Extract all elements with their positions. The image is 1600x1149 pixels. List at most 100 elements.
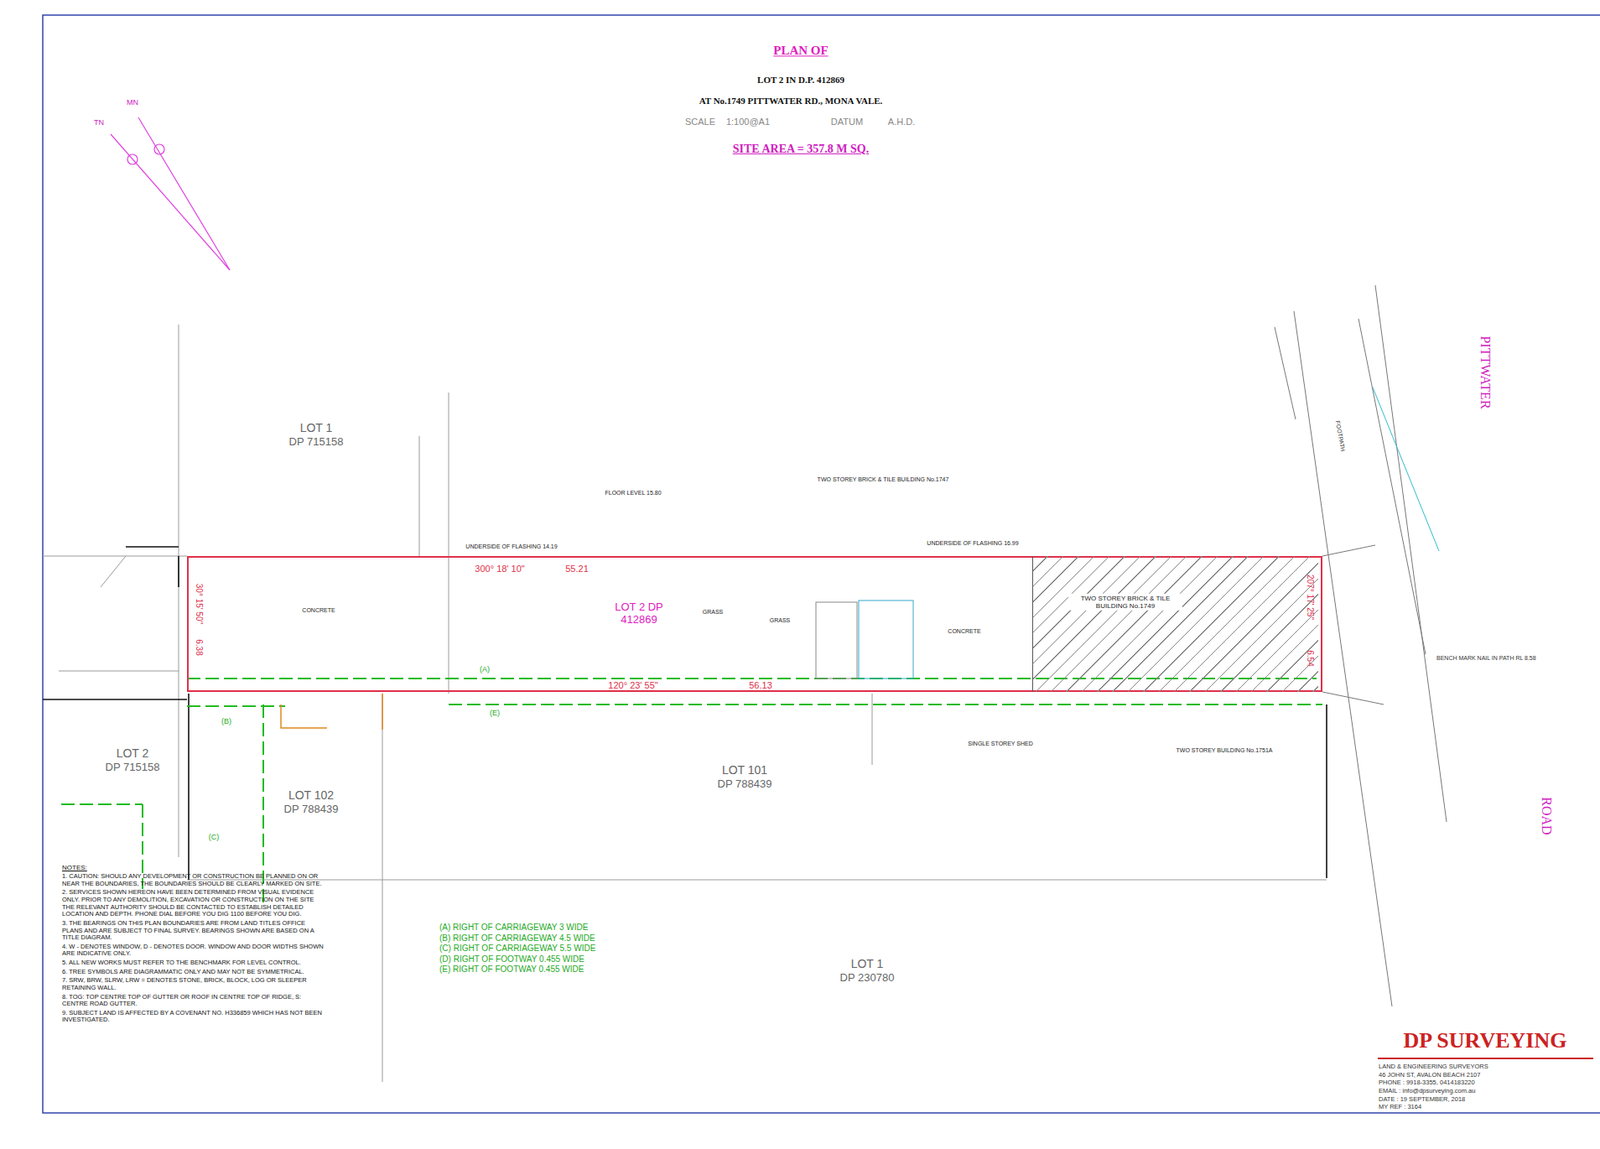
easement-line	[61, 803, 143, 806]
surface-label: CONCRETE	[946, 628, 982, 635]
lot-name: LOT 2 DP 412869	[598, 600, 680, 628]
distance: 6.38	[193, 638, 204, 656]
fences	[42, 546, 1327, 880]
right-of-way-lines	[61, 678, 1323, 904]
easement-note: (A) RIGHT OF CARRIAGEWAY 3 WIDE	[438, 922, 657, 933]
kerb-line	[1358, 318, 1426, 655]
plan-number: DP 715158	[104, 761, 162, 775]
lot-name: LOT 1	[850, 956, 885, 971]
company-detail: DATE : 19 SEPTEMBER, 2018	[1377, 1096, 1580, 1104]
company-detail: 46 JOHN ST, AVALON BEACH 2107	[1377, 1071, 1580, 1080]
note-item: 1. CAUTION: SHOULD ANY DEVELOPMENT OR CO…	[61, 872, 326, 888]
wall-line	[381, 693, 384, 730]
surveyor-details: LAND & ENGINEERING SURVEYORS46 JOHN ST, …	[1377, 1063, 1580, 1112]
north-symbol	[154, 144, 165, 155]
company-detail: EMAIL : info@dpsurveying.com.au	[1377, 1087, 1580, 1096]
service-line	[1372, 387, 1439, 551]
note-item: 2. SERVICES SHOWN HEREON HAVE BEEN DETER…	[61, 888, 326, 919]
note-item: 5. ALL NEW WORKS MUST REFER TO THE BENCH…	[61, 959, 326, 967]
building-label: SINGLE STOREY SHED	[966, 740, 1034, 748]
fence-line	[177, 555, 180, 588]
logo-underline	[1377, 1057, 1594, 1060]
boundary-line	[42, 555, 188, 557]
lot-name: LOT 102	[287, 788, 335, 802]
lot-name: LOT 2	[115, 746, 151, 760]
distance: 55.21	[564, 563, 590, 575]
building-footprint: TWO STOREY BRICK & TILE BUILDING No.1749	[1032, 555, 1319, 692]
boundary-line	[382, 693, 384, 1082]
footpath-line	[1274, 327, 1296, 420]
easement-callout: (E)	[488, 708, 501, 717]
street-name: ROAD	[1538, 795, 1554, 836]
site-area: SITE AREA = 357.8 M SQ.	[732, 142, 870, 156]
boundary-line	[187, 879, 1327, 881]
building-label: TWO STOREY BRICK & TILE BUILDING No.1749	[1068, 593, 1183, 611]
note-item: 6. TREE SYMBOLS ARE DIAGRAMMATIC ONLY AN…	[61, 968, 326, 977]
building-label: TWO STOREY BRICK & TILE BUILDING No.1747	[816, 476, 951, 484]
easement-callout: (C)	[207, 832, 221, 842]
boundary-line	[178, 324, 180, 858]
surface-label: CONCRETE	[301, 607, 336, 614]
company-detail: MY REF : 3164	[1377, 1103, 1580, 1112]
scale-text: SCALE	[684, 116, 717, 128]
note-item: 4. W - DENOTES WINDOW, D - DENOTES DOOR.…	[61, 943, 326, 958]
plan-title: PLAN OF	[772, 43, 829, 58]
plan-number: DP 788439	[283, 803, 340, 816]
footpath-line	[1322, 545, 1376, 556]
bearing: 300° 18' 10"	[473, 563, 525, 575]
fence-line	[187, 693, 190, 880]
easement-line	[448, 703, 1323, 706]
notes-block: NOTES:1. CAUTION: SHOULD ANY DEVELOPMENT…	[61, 863, 326, 1026]
neighbour-boundaries	[42, 324, 1327, 1082]
shed-outline	[815, 602, 858, 679]
fence-line	[42, 698, 188, 701]
title-line: AT No.1749 PITTWATER RD., MONA VALE.	[698, 95, 884, 107]
surface-label: GRASS	[701, 608, 725, 616]
boundary-line	[100, 555, 126, 588]
north-label: MN	[125, 98, 140, 107]
company-logo: DP SURVEYING	[1402, 1028, 1569, 1054]
note-item: 9. SUBJECT LAND IS AFFECTED BY A COVENAN…	[61, 1009, 326, 1024]
plan-number: DP 230780	[839, 971, 896, 985]
lot-name: LOT 1	[299, 420, 334, 435]
retaining-walls	[280, 693, 383, 730]
easement-note: (B) RIGHT OF CARRIAGEWAY 4.5 WIDE	[438, 933, 657, 944]
company-detail: PHONE : 9918-3355, 0414183220	[1377, 1079, 1580, 1087]
notes-heading: NOTES:	[61, 863, 326, 872]
boundary-line	[448, 392, 450, 694]
easement-callout: (B)	[220, 716, 233, 726]
lot-name: LOT 101	[721, 763, 769, 777]
level-label: UNDERSIDE OF FLASHING 14.19	[464, 543, 558, 551]
north-label: TN	[93, 118, 105, 127]
easement-notes: (A) RIGHT OF CARRIAGEWAY 3 WIDE(B) RIGHT…	[438, 922, 657, 976]
wall-line	[280, 704, 328, 728]
easement-note: (D) RIGHT OF FOOTWAY 0.455 WIDE	[438, 954, 657, 965]
easement-line	[187, 705, 286, 707]
scale-value: 1:100@A1	[725, 116, 771, 128]
easement-callout: (A)	[478, 664, 491, 674]
kerb-line	[1375, 285, 1447, 822]
true-north-line	[110, 134, 230, 271]
surface-label: GRASS	[768, 617, 792, 624]
note-item: 8. TOG: TOP CENTRE TOP OF GUTTER OR ROOF…	[61, 993, 326, 1008]
note-item: 3. THE BEARINGS ON THIS PLAN BOUNDARIES …	[61, 919, 326, 942]
easement-note: (C) RIGHT OF CARRIAGEWAY 5.5 WIDE	[438, 943, 657, 954]
datum-text: DATUM	[830, 116, 864, 128]
easement-note: (E) RIGHT OF FOOTWAY 0.455 WIDE	[438, 964, 657, 975]
boundary-line	[419, 436, 421, 556]
company-detail: LAND & ENGINEERING SURVEYORS	[1377, 1063, 1580, 1071]
title-line: LOT 2 IN D.P. 412869	[756, 74, 846, 86]
distance: 56.13	[748, 680, 774, 691]
fence-line	[125, 545, 179, 548]
north-symbol	[127, 154, 138, 165]
plan-number: DP 788439	[716, 778, 774, 791]
magnetic-north-line	[138, 117, 230, 271]
note-item: 7. SRW, BRW, SLRW, LRW = DENOTES STONE, …	[61, 976, 326, 992]
pit-outline	[858, 600, 914, 679]
footpath-label: FOOTPATH	[1334, 419, 1347, 453]
benchmark-label: BENCH MARK NAIL IN PATH RL 8.58	[1435, 654, 1538, 662]
boundary-line	[872, 693, 873, 765]
bearing: 30° 15' 50"	[193, 582, 204, 625]
north-arrow	[110, 117, 230, 271]
datum-value: A.H.D.	[887, 116, 916, 128]
